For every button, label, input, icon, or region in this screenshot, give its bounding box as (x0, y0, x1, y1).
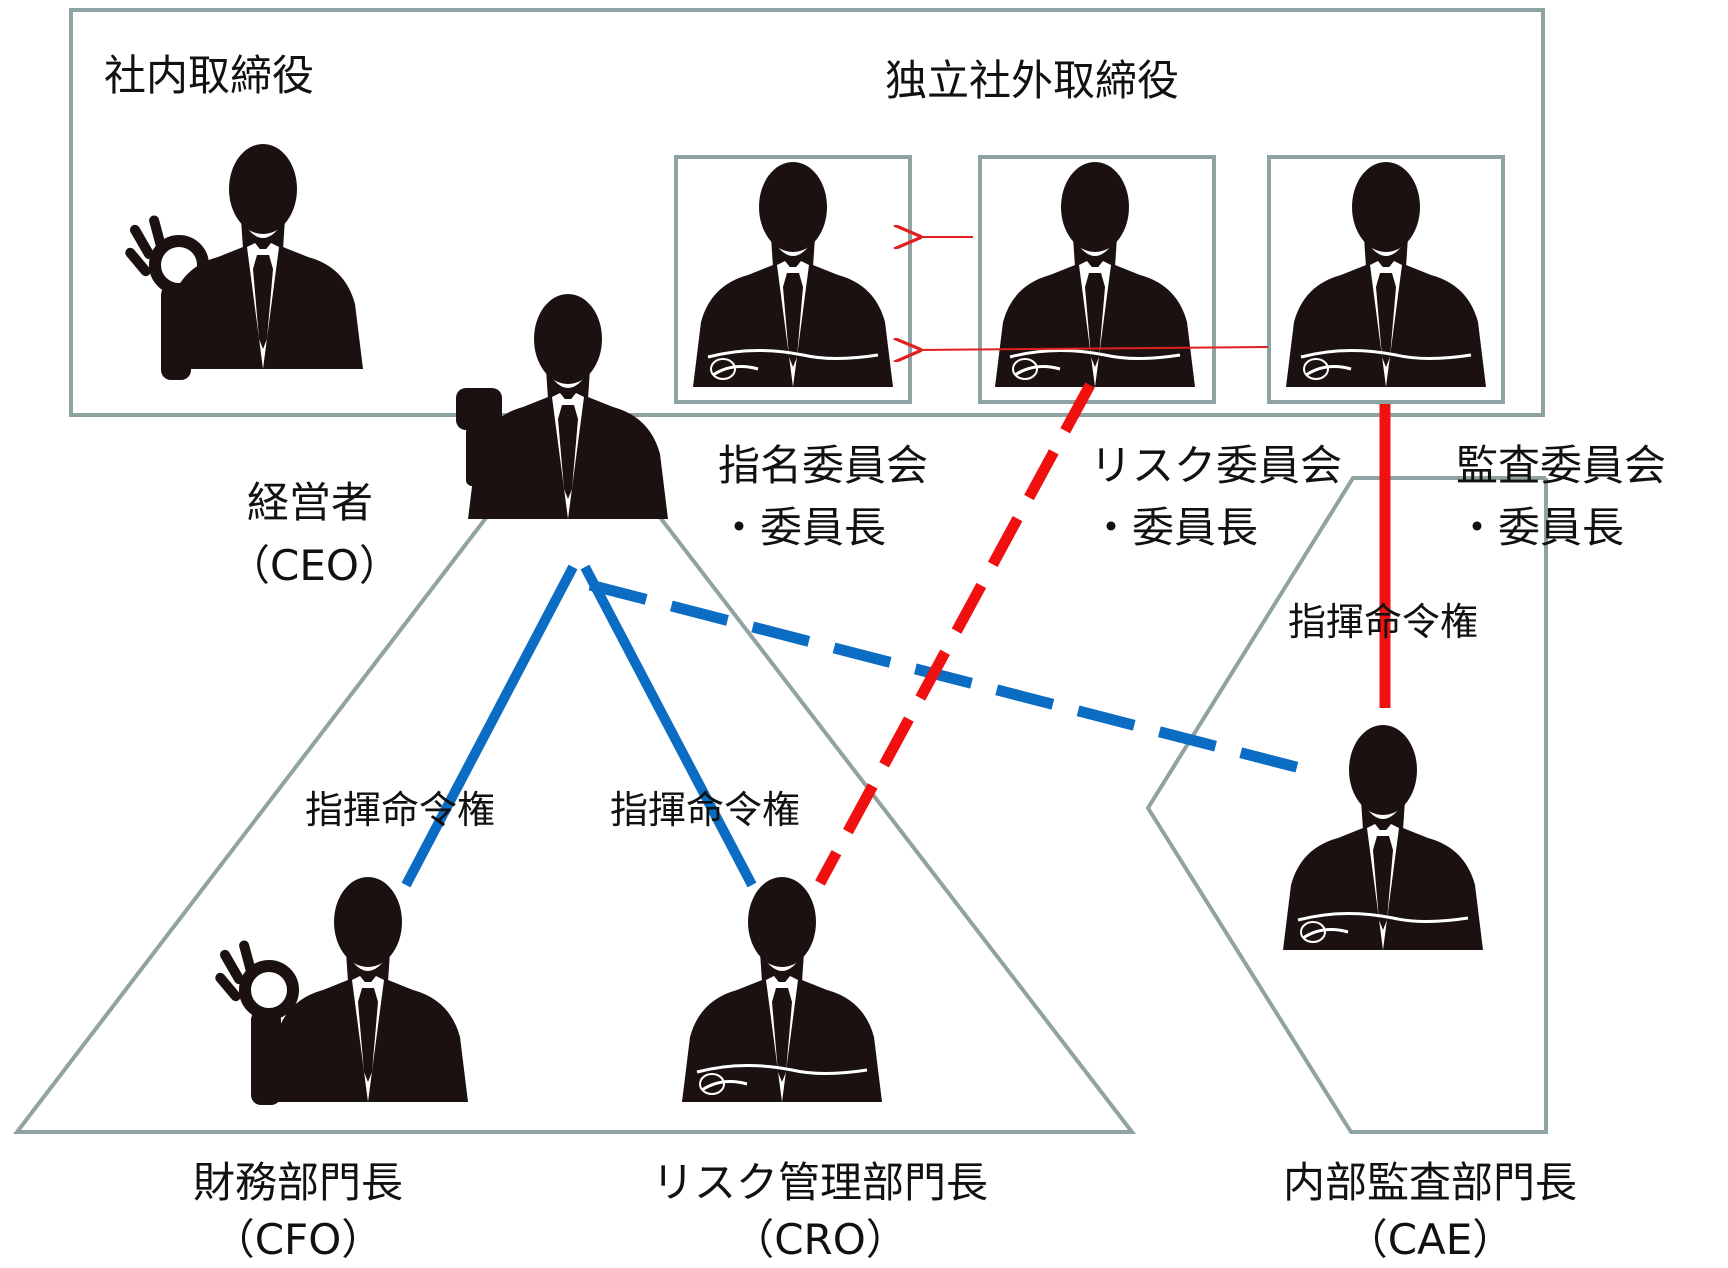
arrow-audit-to-nomination (918, 347, 1269, 350)
cfo-abbr-label: （CFO） (212, 1215, 384, 1264)
risk-committee-label: リスク委員会 (1090, 441, 1343, 490)
ceo-title-label: 経営者 (246, 478, 373, 527)
board-frame (69, 8, 1545, 417)
cro-person-icon (682, 877, 882, 1102)
nomination-chair-label: ・委員長 (718, 503, 887, 552)
internal-directors-label: 社内取締役 (104, 51, 315, 100)
cfo-title-label: 財務部門長 (192, 1158, 403, 1207)
command-authority-label-cro: 指揮命令権 (610, 788, 801, 832)
risk-chair-label: ・委員長 (1090, 503, 1259, 552)
nomination-committee-label: 指名委員会 (718, 441, 929, 490)
ceo-to-cfo-line (401, 564, 578, 888)
cae-abbr-label: （CAE） (1345, 1215, 1515, 1264)
independent-outside-directors-label: 独立社外取締役 (885, 56, 1180, 105)
ceo-to-cro-line (580, 564, 757, 888)
internal-audit-frame (1145, 476, 1548, 1134)
cro-title-label: リスク管理部門長 (651, 1158, 988, 1207)
audit-committee-label: 監査委員会 (1456, 441, 1667, 490)
internal-director-person-icon (163, 144, 363, 369)
raised-fist-icon (456, 388, 502, 486)
command-authority-label-audit: 指揮命令権 (1288, 600, 1479, 644)
cae-title-label: 内部監査部門長 (1282, 1158, 1577, 1207)
command-authority-label-cfo: 指揮命令権 (305, 788, 496, 832)
audit-chair-label: ・委員長 (1456, 503, 1625, 552)
risk-chair-to-cro-dashed-line (815, 382, 1095, 886)
ceo-to-cae-dashed-line (588, 579, 1302, 774)
management-triangle (12, 400, 1137, 1134)
cro-abbr-label: （CRO） (732, 1215, 908, 1264)
cae-person-icon (1283, 725, 1483, 950)
ceo-abbr-label: （CEO） (228, 541, 401, 590)
